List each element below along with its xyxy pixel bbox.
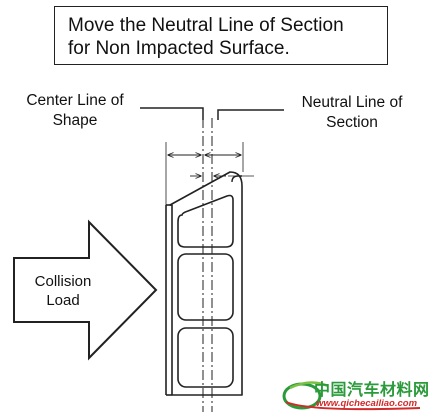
watermark-url: www.qichecailiao.com [316,398,418,409]
center-line-leader [140,107,204,120]
collision-load-label-line-1: Collision [34,273,92,290]
right-flange-lip [231,175,242,183]
title-line-1: Move the Neutral Line of Section [68,15,344,36]
hollow-cell-bottom [177,327,234,388]
center-line-label: Center Line of Shape [4,91,146,131]
neutral-line-label: Neutral Line of Section [283,93,421,133]
center-line-label-line-2: Shape [52,112,98,129]
neutral-line-label-line-1: Neutral Line of [301,94,403,111]
watermark: 中国汽车材料网 www.qichecailiao.com [280,372,430,418]
title-line-2: for Non Impacted Surface. [68,38,290,59]
section-outline [169,171,243,396]
neutral-line-leader [217,109,284,120]
watermark-text: 中国汽车材料网 [314,382,430,399]
hollow-cell-middle [177,253,234,321]
collision-load-label: Collision Load [22,272,104,310]
collision-load-arrow [13,219,158,361]
neutral-line-label-line-2: Section [326,114,378,131]
center-line-label-line-1: Center Line of [26,92,124,109]
hollow-cell-top [177,194,234,248]
title-box: Move the Neutral Line of Section for Non… [54,6,388,65]
watermark-logo-icon [282,381,421,411]
collision-load-label-line-2: Load [46,292,80,309]
